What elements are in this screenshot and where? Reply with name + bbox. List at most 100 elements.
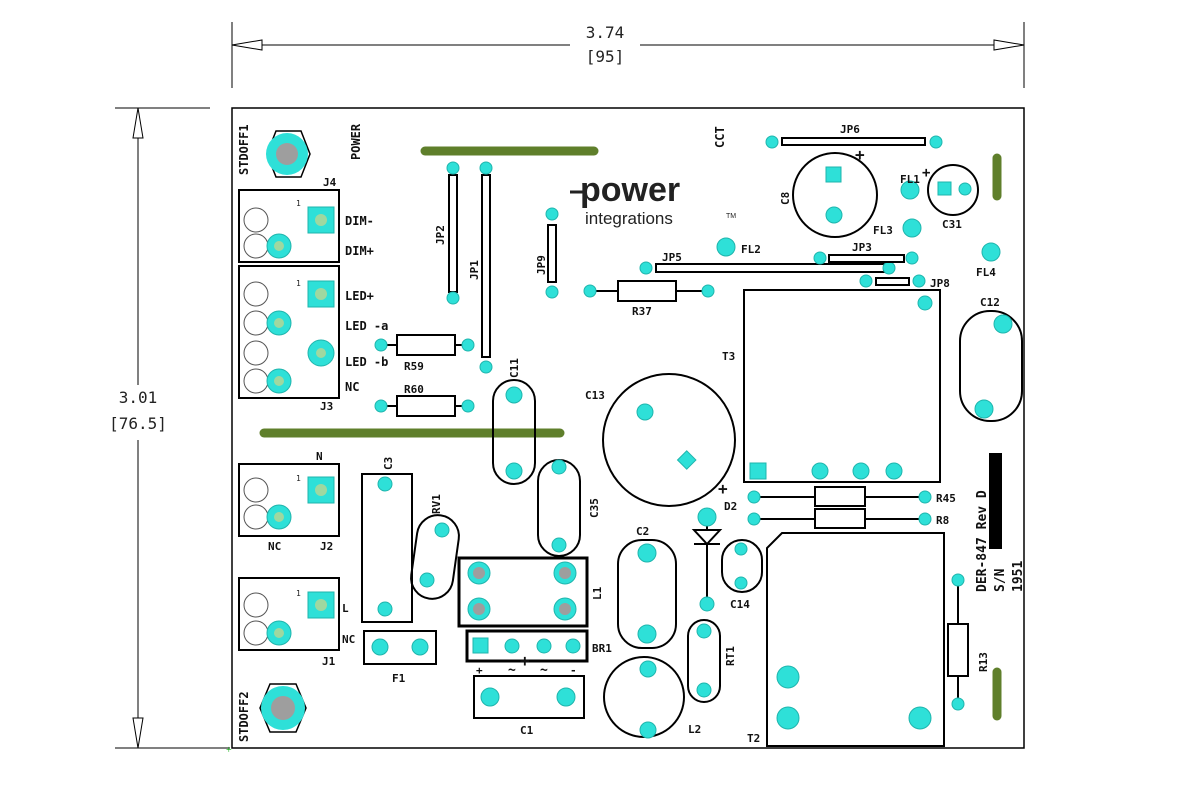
- br1-label: BR1: [592, 642, 612, 655]
- logo-integrations-text: integrations: [585, 209, 673, 228]
- svg-text:1: 1: [296, 589, 301, 598]
- l1-label: L1: [591, 586, 604, 600]
- svg-text:FL3: FL3: [873, 224, 893, 237]
- test-point-fl1: FL1: [900, 173, 920, 200]
- capacitor-c2: C2: [617, 525, 677, 649]
- j2-label: J2: [320, 540, 333, 553]
- svg-text:~: ~: [540, 663, 548, 678]
- r8-label: R8: [936, 514, 949, 527]
- c14-label: C14: [730, 598, 750, 611]
- jp9-label: JP9: [535, 255, 548, 275]
- dim-plus-label: DIM+: [345, 244, 374, 258]
- capacitor-c11: C11: [492, 358, 536, 485]
- l-label: L: [342, 602, 349, 615]
- jumper-jp2: JP2: [434, 161, 460, 305]
- capacitor-c35: C35: [537, 459, 601, 557]
- connector-j2: 1 N NC J2: [238, 450, 340, 553]
- resistor-r60: R60: [374, 383, 475, 417]
- bridge-rectifier-br1: + ~ + ~ - BR1: [465, 629, 612, 678]
- svg-text:-: -: [570, 664, 577, 677]
- height-inches-label: 3.01: [119, 388, 158, 407]
- svg-text:TM: TM: [726, 213, 736, 220]
- capacitor-c3: C3: [361, 457, 413, 623]
- board-revision-text: DER-847 Rev D S/N 1951: [975, 453, 1026, 592]
- c2-label: C2: [636, 525, 649, 538]
- capacitor-c13: C13 +: [585, 373, 736, 507]
- c8-label: C8: [779, 192, 792, 205]
- jumper-jp8: JP8: [859, 274, 950, 290]
- r13-label: R13: [977, 652, 990, 672]
- jp3-label: JP3: [852, 241, 872, 254]
- svg-text:FL4: FL4: [976, 266, 996, 279]
- dim-minus-label: DIM-: [345, 214, 374, 228]
- c8-plus: +: [855, 145, 865, 164]
- jp5-label: JP5: [662, 251, 682, 264]
- serial-number-label: 1951: [1011, 561, 1026, 592]
- c13-label: C13: [585, 389, 605, 402]
- j1-label: J1: [322, 655, 336, 668]
- serial-write-box: [989, 453, 1002, 549]
- jp6-label: JP6: [840, 123, 860, 136]
- r60-label: R60: [404, 383, 424, 396]
- thermistor-rt1: RT1: [687, 619, 737, 703]
- capacitor-c1: C1: [473, 675, 585, 737]
- logo-power-text: power: [580, 171, 680, 209]
- power-label: POWER: [349, 123, 363, 160]
- nc-j1-label: NC: [342, 633, 355, 646]
- nc-j2-label: NC: [268, 540, 281, 553]
- c31-label: C31: [942, 218, 962, 231]
- jp2-label: JP2: [434, 225, 447, 245]
- r45-label: R45: [936, 492, 956, 505]
- test-point-fl4: FL4: [976, 242, 1001, 279]
- transformer-t3: T3: [722, 289, 941, 483]
- led-b-label: LED -b: [345, 355, 388, 369]
- height-mm-label: [76.5]: [109, 414, 167, 433]
- c1-label: C1: [520, 724, 534, 737]
- diode-d2: D2: [691, 500, 737, 612]
- t3-label: T3: [722, 350, 735, 363]
- jp1-label: JP1: [468, 260, 481, 280]
- resistor-r13: R13: [947, 573, 990, 711]
- nc-j3-label: NC: [345, 380, 359, 394]
- c11-label: C11: [508, 358, 521, 378]
- capacitor-c31: + C31: [922, 164, 979, 231]
- svg-text:+: +: [226, 745, 232, 756]
- fuse-f1: F1: [363, 630, 437, 685]
- d2-label: D2: [724, 500, 737, 513]
- svg-text:1: 1: [296, 279, 301, 288]
- r37-label: R37: [632, 305, 652, 318]
- power-integrations-logo: power integrations TM: [570, 171, 736, 228]
- cct-label: CCT: [713, 126, 727, 148]
- svg-text:+: +: [520, 651, 530, 670]
- jumper-jp5: JP5: [639, 251, 896, 275]
- c35-label: C35: [588, 498, 601, 518]
- led-a-label: LED -a: [345, 319, 388, 333]
- revision-label: DER-847 Rev D: [975, 490, 990, 592]
- resistor-r59: R59: [374, 334, 475, 373]
- capacitor-c14: C14: [721, 539, 763, 611]
- connector-j4: 1 J4 DIM- DIM+: [238, 176, 374, 263]
- j3-label: J3: [320, 400, 333, 413]
- c3-label: C3: [382, 457, 395, 470]
- stdoff2-label: STDOFF2: [237, 691, 251, 742]
- standoff-1: STDOFF1: [237, 124, 311, 178]
- test-point-fl3: FL3: [873, 218, 922, 238]
- svg-text:1: 1: [296, 199, 301, 208]
- jumper-jp9: JP9: [535, 207, 559, 299]
- jumper-jp1: JP1: [468, 161, 493, 374]
- r59-label: R59: [404, 360, 424, 373]
- connector-j1: 1 L NC J1: [238, 577, 355, 668]
- varistor-rv1: RV1: [410, 494, 460, 600]
- stdoff1-label: STDOFF1: [237, 124, 251, 175]
- inductor-l2: L2: [603, 656, 701, 739]
- rv1-label: RV1: [430, 494, 443, 514]
- connector-j3: 1 LED+ LED -a LED -b NC J3: [238, 265, 388, 413]
- c13-plus: +: [718, 479, 728, 498]
- capacitor-c8: + C8: [779, 145, 878, 238]
- width-inches-label: 3.74: [586, 23, 625, 42]
- transformer-t2: T2: [747, 532, 945, 747]
- svg-text:+: +: [476, 664, 483, 677]
- capacitor-c12: C12: [959, 296, 1023, 422]
- c12-label: C12: [980, 296, 1000, 309]
